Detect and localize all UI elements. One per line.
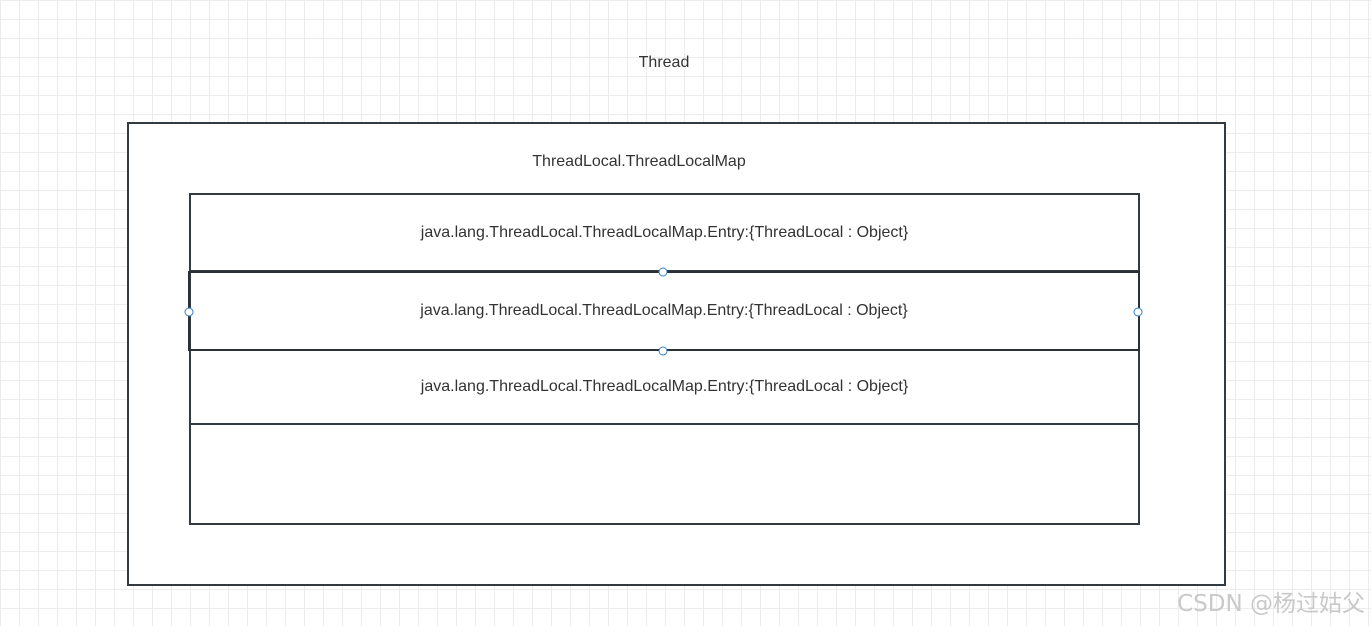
watermark: CSDN @杨过姑父 <box>1177 591 1365 617</box>
entry-label-1: java.lang.ThreadLocal.ThreadLocalMap.Ent… <box>420 223 909 241</box>
entry-row-3[interactable]: java.lang.ThreadLocal.ThreadLocalMap.Ent… <box>189 351 1140 425</box>
selection-handle-bottom[interactable] <box>658 346 668 356</box>
selection-handle-left[interactable] <box>184 307 194 317</box>
selection-handle-right[interactable] <box>1133 307 1143 317</box>
entry-row-2-selected[interactable]: java.lang.ThreadLocal.ThreadLocalMap.Ent… <box>188 271 1140 351</box>
threadlocalmap-box[interactable] <box>189 193 1140 525</box>
entry-label-2: java.lang.ThreadLocal.ThreadLocalMap.Ent… <box>420 302 908 319</box>
selection-handle-top[interactable] <box>658 267 668 277</box>
thread-label: Thread <box>638 54 690 71</box>
entry-label-3: java.lang.ThreadLocal.ThreadLocalMap.Ent… <box>420 378 909 395</box>
threadlocalmap-label: ThreadLocal.ThreadLocalMap <box>532 153 746 170</box>
entry-row-1[interactable]: java.lang.ThreadLocal.ThreadLocalMap.Ent… <box>189 195 1140 272</box>
